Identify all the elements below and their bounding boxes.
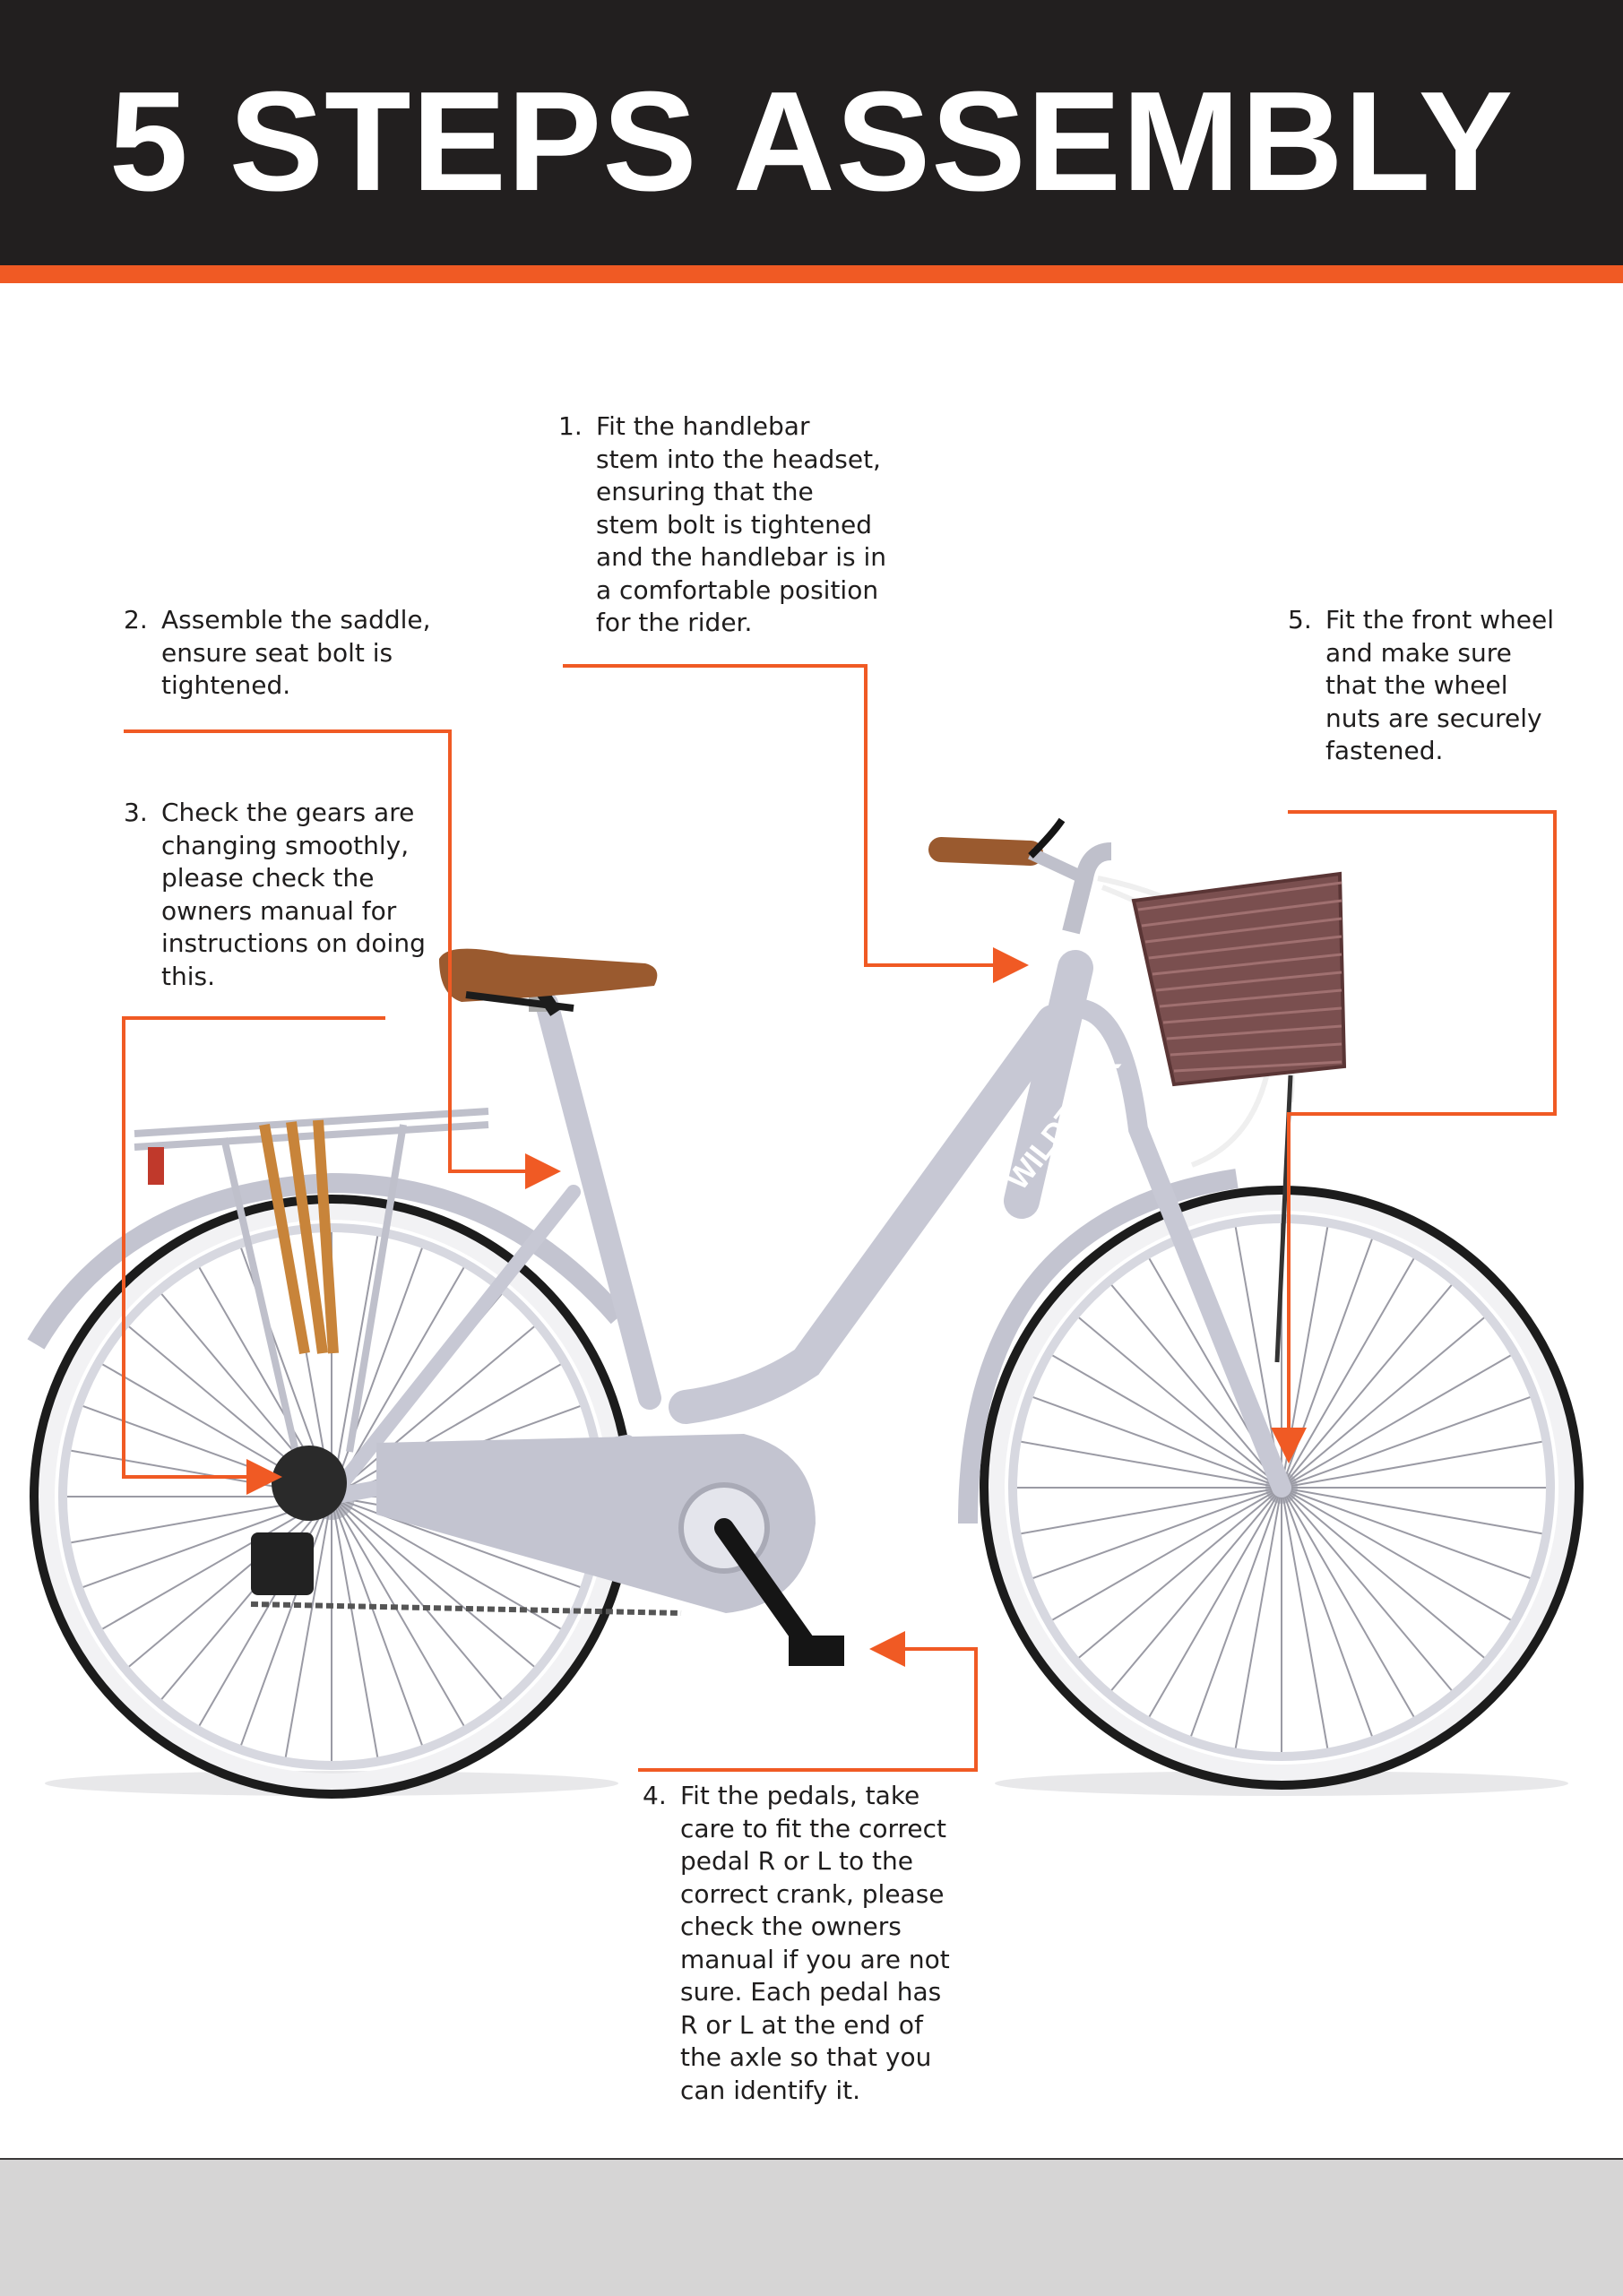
- step-number: 4.: [643, 1781, 667, 1810]
- spoke: [331, 1496, 379, 1757]
- callout-step-5: [1271, 810, 1557, 1463]
- step-number: 1.: [558, 411, 583, 441]
- basket-weave: [1155, 971, 1342, 992]
- spoke: [1281, 1487, 1531, 1579]
- rear-cassette: [272, 1446, 347, 1521]
- handlebar-grip: [928, 837, 1043, 866]
- spoke: [1032, 1487, 1282, 1579]
- basket-weave: [1162, 1006, 1342, 1024]
- handlebar-stem: [1062, 842, 1112, 935]
- brake-lever: [1028, 817, 1066, 859]
- spoke: [331, 1236, 379, 1498]
- header-accent-stripe: [0, 265, 1623, 283]
- spoke: [1110, 1284, 1282, 1489]
- spoke: [1052, 1354, 1282, 1489]
- step-1: 1. Fit the handlebar stem into the heads…: [558, 410, 917, 640]
- basket-weave: [1148, 935, 1342, 960]
- spoke: [1032, 1396, 1282, 1489]
- spoke: [240, 1496, 332, 1746]
- step-2: 2. Assemble the saddle, ensure seat bolt…: [124, 604, 482, 703]
- spoke: [1281, 1396, 1531, 1489]
- step-text: Fit the pedals, take care to fit the cor…: [680, 1781, 950, 2105]
- spoke: [331, 1496, 561, 1630]
- rear-derailleur: [251, 1532, 314, 1595]
- spoke: [1281, 1440, 1542, 1489]
- basket-weave: [1144, 917, 1342, 944]
- spoke: [1078, 1316, 1282, 1489]
- chain: [250, 1601, 682, 1616]
- spoke: [331, 1363, 561, 1498]
- front-basket: [1131, 871, 1347, 1363]
- step-number: 2.: [124, 605, 148, 634]
- spoke: [331, 1247, 423, 1498]
- spoke: [331, 1496, 465, 1726]
- basket-weave: [1159, 988, 1342, 1008]
- spoke: [1021, 1440, 1282, 1489]
- spoke: [1281, 1487, 1329, 1748]
- step-4: 4. Fit the pedals, take care to fit the …: [643, 1780, 1001, 2107]
- spoke: [1281, 1487, 1453, 1691]
- spoke: [331, 1496, 535, 1668]
- spoke: [1052, 1487, 1282, 1621]
- callout-step-4: [638, 1631, 978, 1772]
- spoke: [331, 1496, 503, 1700]
- page-title: 5 STEPS ASSEMBLY: [108, 63, 1515, 220]
- spoke: [1110, 1487, 1282, 1691]
- spoke: [1190, 1487, 1282, 1737]
- callout-lines: [122, 664, 1557, 1772]
- spoke: [1281, 1487, 1373, 1737]
- spoke: [102, 1496, 332, 1630]
- spoke: [331, 1496, 581, 1588]
- spoke: [331, 1325, 535, 1498]
- rear-rack: [134, 1108, 489, 1453]
- rack-straps: [259, 1119, 339, 1355]
- basket-weave: [1141, 899, 1342, 928]
- spoke: [1281, 1316, 1485, 1489]
- spoke: [1281, 1284, 1453, 1489]
- step-text: Check the gears are changing smoothly, p…: [161, 798, 426, 991]
- basket-weave: [1173, 1060, 1342, 1073]
- basket-weave: [1166, 1024, 1342, 1040]
- step-5: 5. Fit the front wheel and make sure tha…: [1288, 604, 1610, 768]
- step-3: 3. Check the gears are changing smoothly…: [124, 797, 482, 993]
- footer-bar: [0, 2158, 1623, 2296]
- spoke: [1078, 1487, 1282, 1659]
- spoke: [1281, 1487, 1511, 1621]
- spoke: [160, 1496, 332, 1700]
- spoke: [1021, 1487, 1282, 1535]
- basket-weave: [1152, 953, 1342, 976]
- spoke: [128, 1496, 332, 1668]
- callout-step-1: [563, 664, 1029, 983]
- callout-step-2: [124, 729, 561, 1189]
- step-number: 5.: [1288, 605, 1312, 634]
- spoke: [1281, 1487, 1542, 1535]
- saddle: [439, 948, 658, 1002]
- callout-step-3: [122, 1016, 385, 1495]
- step-text: Fit the handlebar stem into the headset,…: [596, 411, 886, 637]
- step-number: 3.: [124, 798, 148, 827]
- spoke: [331, 1496, 423, 1746]
- step-text: Assemble the saddle, ensure seat bolt is…: [161, 605, 431, 700]
- header-bar: [0, 0, 1623, 265]
- spoke: [1148, 1487, 1282, 1717]
- spoke: [1281, 1487, 1485, 1659]
- spoke: [284, 1496, 332, 1757]
- crank-arm: [714, 1518, 816, 1654]
- basket-weave: [1137, 881, 1342, 911]
- pedal: [789, 1636, 844, 1666]
- basket-weave: [1170, 1042, 1342, 1057]
- step-text: Fit the front wheel and make sure that t…: [1325, 605, 1554, 765]
- spoke: [1281, 1354, 1511, 1489]
- spoke: [1234, 1487, 1282, 1748]
- spoke: [1281, 1487, 1415, 1717]
- rear-reflector: [148, 1147, 164, 1185]
